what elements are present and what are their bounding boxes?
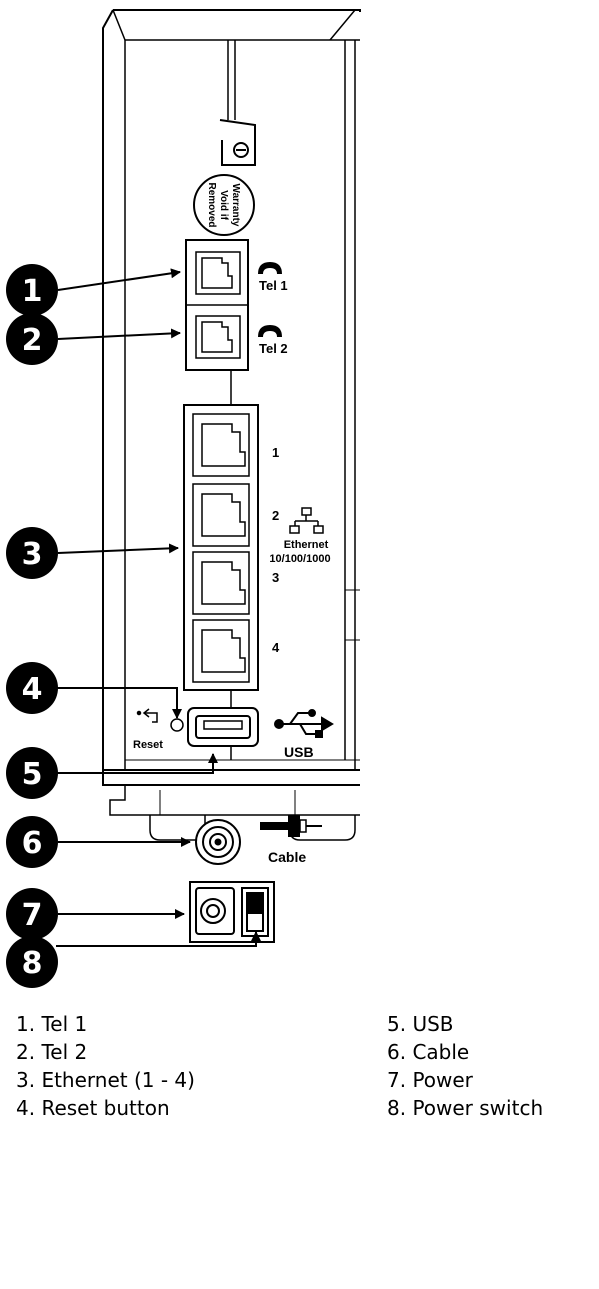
- ethernet-port-4-label: 4: [272, 640, 280, 655]
- usb-icon: [274, 709, 334, 738]
- ethernet-port-3-label: 3: [272, 570, 279, 585]
- callout-8: 8: [6, 936, 58, 988]
- callout-3: 3: [6, 527, 58, 579]
- power-switch[interactable]: [241, 887, 269, 937]
- legend-left-column: 1. Tel 1 2. Tel 2 3. Ethernet (1 - 4) 4.…: [16, 1010, 195, 1122]
- ethernet-port-1: [192, 413, 250, 477]
- tel2-port: [195, 315, 241, 359]
- svg-text:2: 2: [22, 323, 43, 358]
- legend-item: 8. Power switch: [387, 1096, 544, 1120]
- ethernet-speed-label: 10/100/1000: [269, 553, 330, 565]
- phone-icon: [258, 325, 282, 337]
- legend-item: 1. Tel 1: [16, 1012, 88, 1036]
- callout-4: 4: [6, 662, 58, 714]
- ethernet-port-2-label: 2: [272, 508, 279, 523]
- reset-button[interactable]: [170, 718, 184, 732]
- svg-text:Removed: Removed: [206, 182, 217, 227]
- warranty-seal: Warranty Void if Removed: [193, 174, 255, 236]
- cable-label: Cable: [268, 849, 306, 865]
- callout-5: 5: [6, 747, 58, 799]
- svg-text:5: 5: [22, 757, 43, 792]
- callout-6: 6: [6, 816, 58, 868]
- ethernet-label: Ethernet: [284, 539, 329, 551]
- callout-1: 1: [6, 264, 58, 316]
- usb-label: USB: [284, 744, 314, 760]
- cable-connector: [195, 819, 241, 865]
- svg-text:6: 6: [22, 826, 43, 861]
- usb-port: [187, 707, 259, 747]
- legend-item: 7. Power: [387, 1068, 473, 1092]
- svg-text:Warranty: Warranty: [230, 184, 241, 227]
- legend-right-column: 5. USB 6. Cable 7. Power 8. Power switch: [387, 1010, 543, 1122]
- tel1-port: [195, 251, 241, 295]
- svg-text:1: 1: [22, 274, 43, 309]
- legend-item: 2. Tel 2: [16, 1040, 88, 1064]
- modem-rear-panel-diagram: Warranty Void if Removed Tel 1 Tel 2: [6, 9, 361, 988]
- ethernet-port-3: [192, 551, 250, 615]
- legend: 1. Tel 1 2. Tel 2 3. Ethernet (1 - 4) 4.…: [0, 1000, 599, 1289]
- coax-cable-icon: [260, 815, 322, 837]
- legend-item: 4. Reset button: [16, 1096, 170, 1120]
- svg-text:7: 7: [22, 898, 43, 933]
- tel1-label: Tel 1: [259, 278, 288, 293]
- svg-text:8: 8: [22, 946, 43, 981]
- ethernet-port-block: [183, 404, 259, 691]
- tel2-label: Tel 2: [259, 341, 288, 356]
- legend-item: 5. USB: [387, 1012, 454, 1036]
- ethernet-port-1-label: 1: [272, 445, 279, 460]
- legend-item: 6. Cable: [387, 1040, 470, 1064]
- legend-item: 3. Ethernet (1 - 4): [16, 1068, 195, 1092]
- network-icon: [289, 507, 324, 534]
- callout-arrows: [56, 268, 261, 947]
- svg-text:3: 3: [22, 537, 43, 572]
- ethernet-port-4: [192, 619, 250, 683]
- svg-text:Void if: Void if: [218, 190, 229, 220]
- svg-text:4: 4: [22, 672, 43, 707]
- callout-7: 7: [6, 888, 58, 940]
- ethernet-port-2: [192, 483, 250, 547]
- reset-icon: [136, 708, 158, 723]
- screw-tab: [219, 119, 256, 166]
- callout-2: 2: [6, 313, 58, 365]
- reset-label: Reset: [133, 739, 163, 751]
- phone-icon: [258, 262, 282, 274]
- power-jack: [195, 887, 235, 935]
